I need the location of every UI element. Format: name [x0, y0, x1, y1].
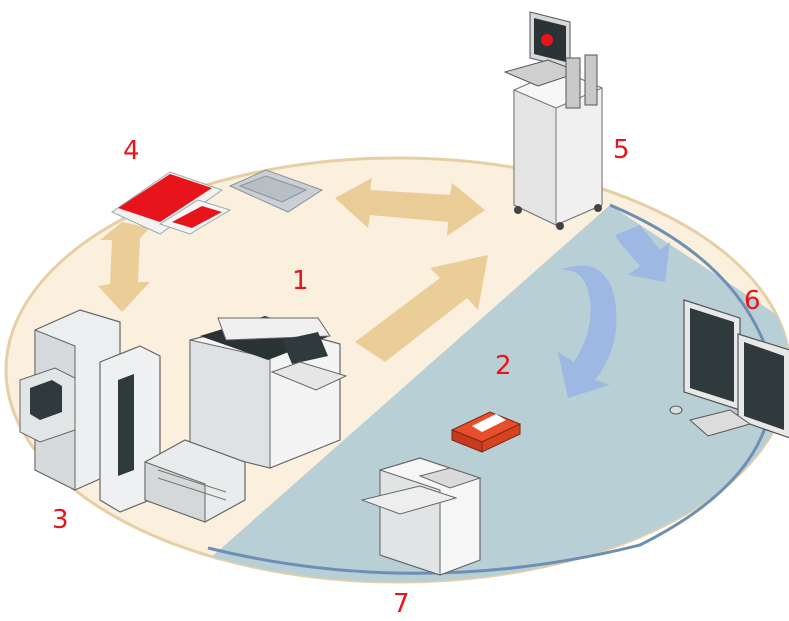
device-5-label: 5 [613, 137, 630, 163]
film-printer-icon [190, 316, 346, 468]
device-6-label: 6 [744, 288, 761, 314]
workstation-cart-icon [505, 12, 602, 230]
zone-2-label: 2 [495, 353, 512, 379]
device-7-label: 7 [393, 591, 410, 617]
zone-1-label: 1 [292, 268, 309, 294]
device-3-label: 3 [52, 507, 69, 533]
device-4-label: 4 [123, 138, 140, 164]
